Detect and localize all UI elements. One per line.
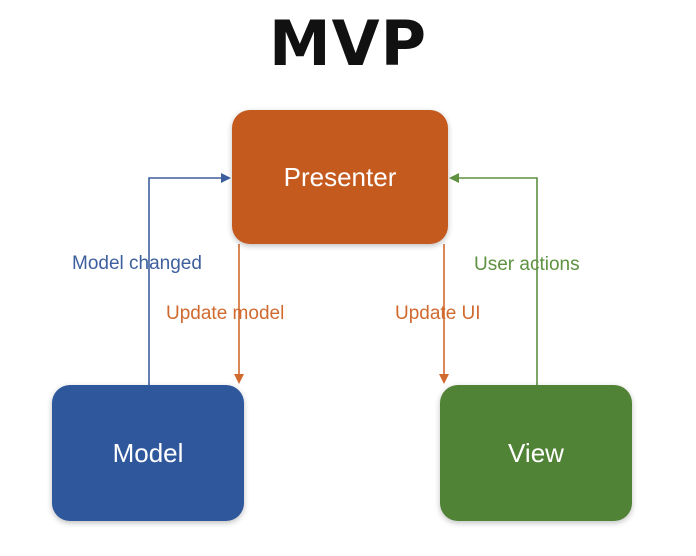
presenter-label: Presenter (283, 161, 397, 192)
page-title: MVP (268, 7, 428, 80)
view-box: View (440, 385, 632, 521)
update-ui-label: Update UI (395, 303, 481, 324)
model-label: Model (112, 437, 184, 468)
presenter-box: Presenter (232, 110, 448, 244)
model-box: Model (52, 385, 244, 521)
model-changed-label: Model changed (72, 253, 202, 274)
update-model-label: Update model (166, 303, 285, 324)
arrow-user-actions (449, 173, 538, 385)
view-label: View (508, 437, 564, 468)
user-actions-label: User actions (474, 254, 580, 275)
arrow-model-changed (148, 173, 231, 385)
